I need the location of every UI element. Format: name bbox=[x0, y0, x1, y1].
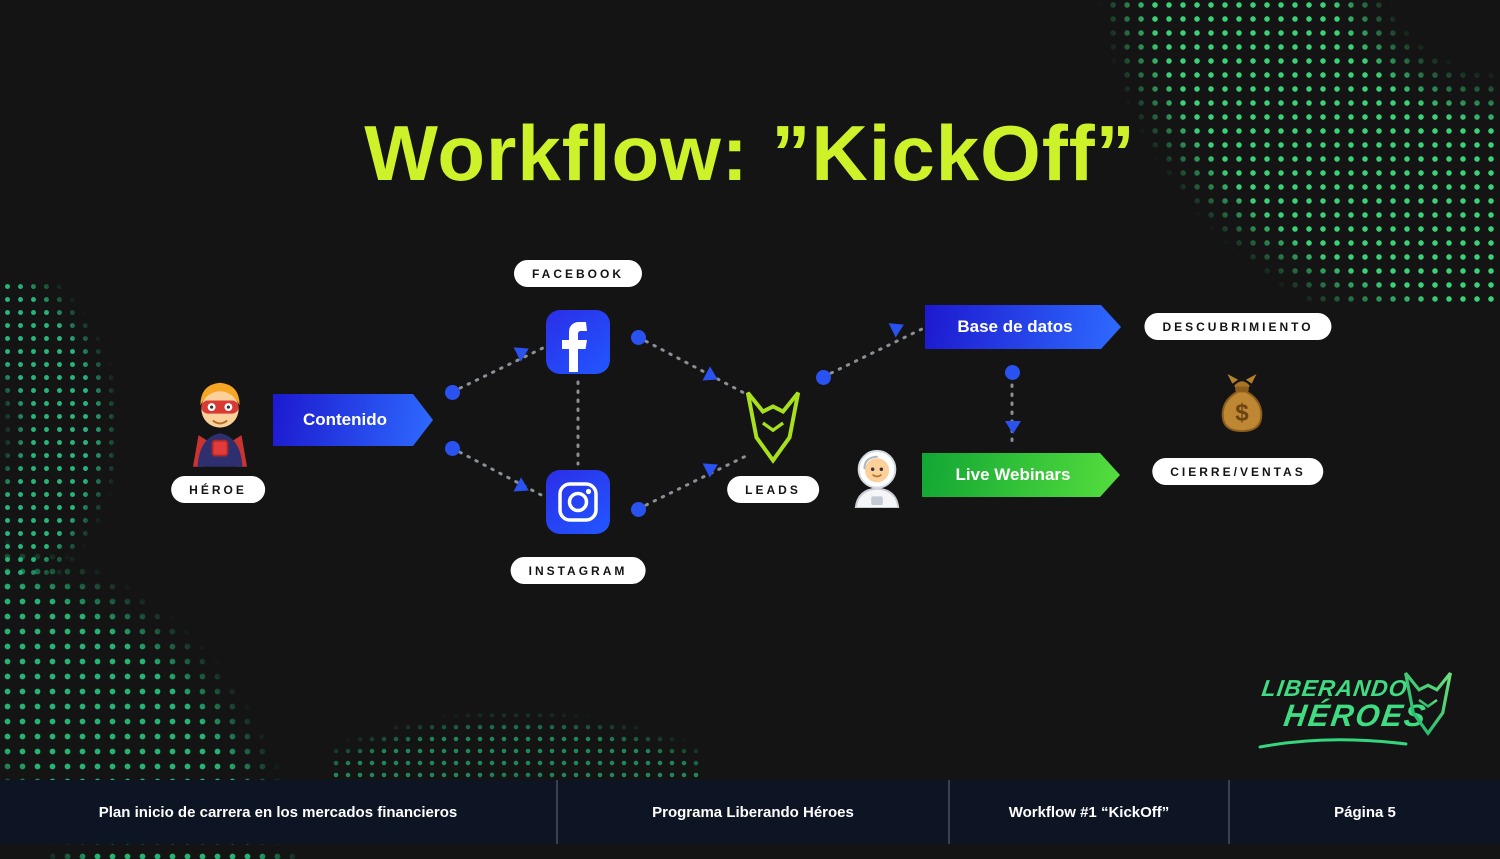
brand-underline-swoosh bbox=[1258, 738, 1408, 749]
flow-arrowhead bbox=[513, 477, 533, 498]
footer-item-plan: Plan inicio de carrera en los mercados f… bbox=[98, 803, 458, 821]
base-de-datos-banner-label: Base de datos bbox=[957, 317, 1073, 336]
flow-dot bbox=[445, 385, 460, 400]
flow-arrowhead bbox=[702, 366, 722, 387]
live-webinars-banner-label: Live Webinars bbox=[955, 465, 1071, 484]
flow-dot bbox=[1005, 365, 1020, 380]
facebook-tile bbox=[546, 310, 610, 374]
facebook-label-pill: FACEBOOK bbox=[513, 260, 643, 287]
flow-dot bbox=[816, 370, 831, 385]
brand-name-line1: LIBERANDO bbox=[1260, 675, 1410, 701]
flow-arrowhead bbox=[513, 341, 533, 362]
descubrimiento-pill: DESCUBRIMIENTO bbox=[1144, 313, 1332, 340]
base-de-datos-banner: Base de datos bbox=[925, 305, 1121, 349]
footer: Plan inicio de carrera en los mercados f… bbox=[0, 780, 1500, 844]
superhero-emoji bbox=[192, 382, 248, 467]
halftone-dots-left bbox=[0, 280, 138, 580]
flow-arrowhead bbox=[888, 317, 908, 338]
instagram-tile bbox=[546, 470, 610, 534]
live-webinars-banner: Live Webinars bbox=[922, 453, 1120, 497]
hero-label-pill: HÉROE bbox=[171, 476, 265, 503]
flow-arrowhead bbox=[1005, 421, 1021, 434]
footer-item-workflow: Workflow #1 “KickOff” bbox=[948, 780, 1228, 844]
svg-text:$: $ bbox=[1235, 399, 1249, 426]
facebook-icon bbox=[562, 322, 587, 372]
flow-dot bbox=[631, 502, 646, 517]
footer-item-page-number: Página 5 bbox=[1228, 780, 1500, 844]
instagram-icon bbox=[558, 482, 598, 522]
brand-wolf-icon bbox=[1404, 672, 1452, 737]
wolf-logo bbox=[745, 391, 801, 464]
flow-arrowhead bbox=[702, 457, 722, 478]
astronaut-emoji bbox=[854, 449, 900, 508]
flow-dot bbox=[631, 330, 646, 345]
contenido-banner: Contenido bbox=[273, 394, 433, 446]
contenido-banner-label: Contenido bbox=[302, 410, 388, 429]
instagram-label-pill: INSTAGRAM bbox=[510, 557, 646, 584]
money-bag-emoji: $ bbox=[1221, 373, 1263, 433]
leads-label-pill: LEADS bbox=[727, 476, 819, 503]
slide-title: Workflow: ”KickOff” bbox=[364, 109, 1136, 197]
footer-item-programa: Programa Liberando Héroes bbox=[556, 780, 948, 844]
flow-dot bbox=[445, 441, 460, 456]
cierre-ventas-pill: CIERRE/VENTAS bbox=[1152, 458, 1324, 485]
